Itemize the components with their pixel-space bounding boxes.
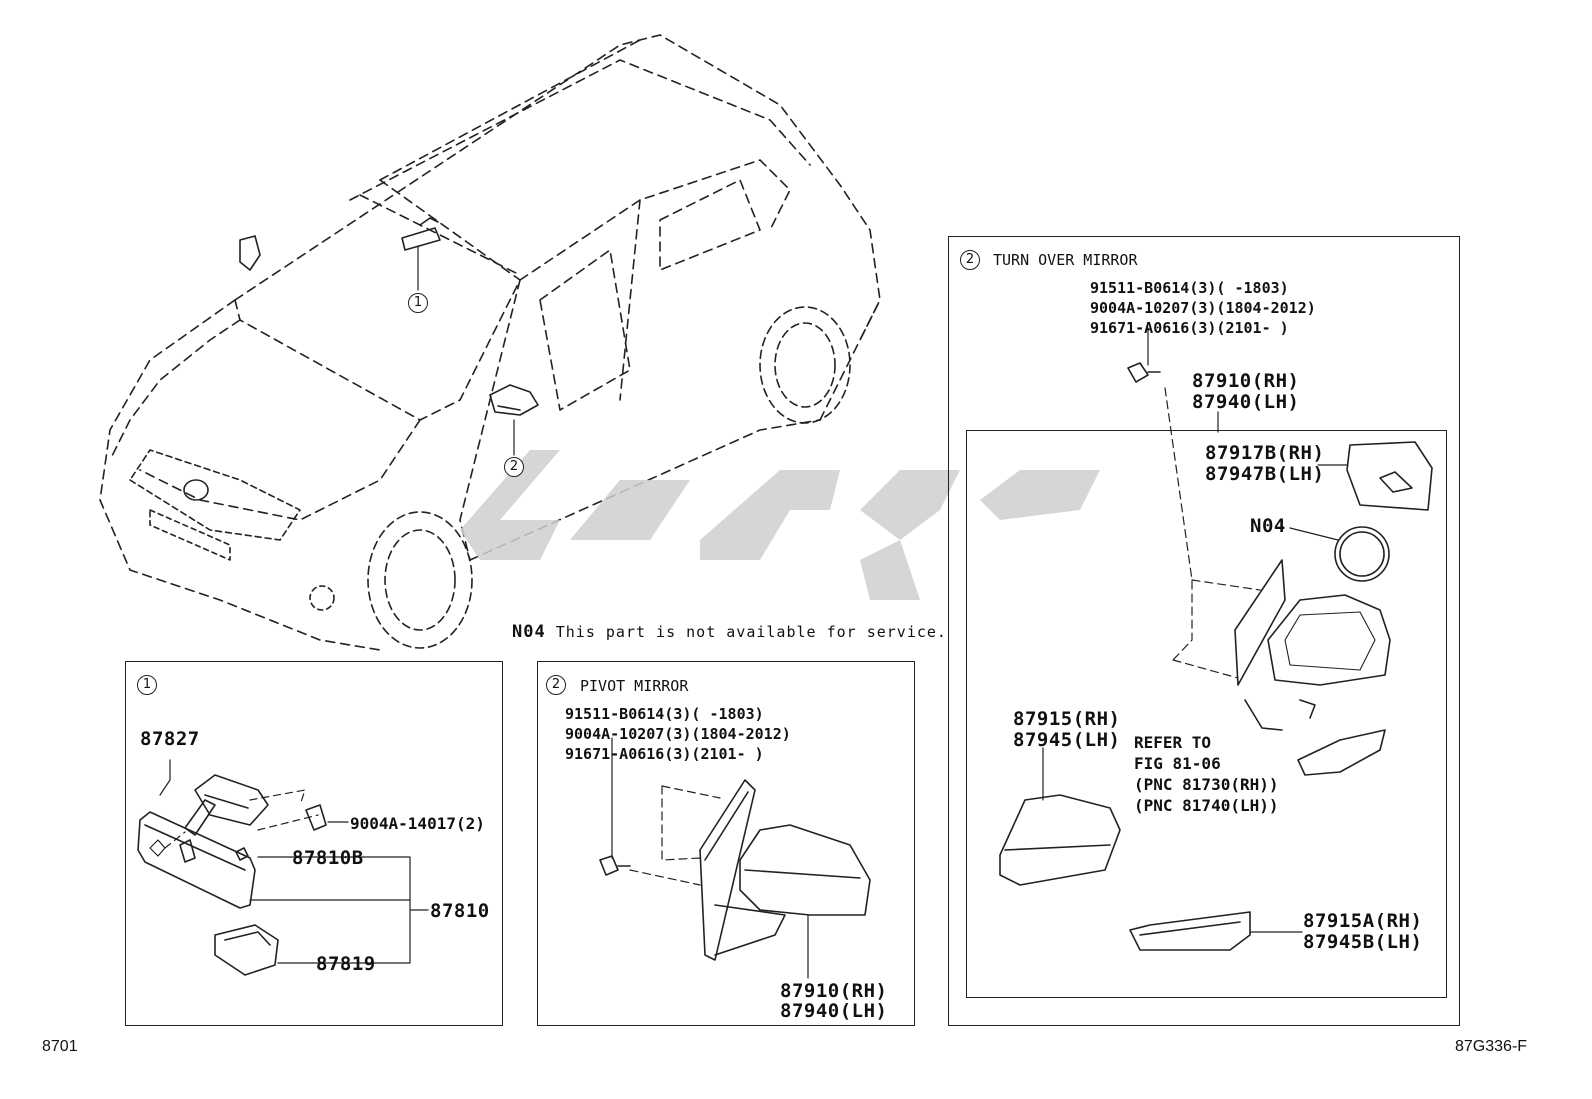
panel3-refer-line4: (PNC 81740(LH)) <box>1134 796 1279 815</box>
n04-note: N04 This part is not available for servi… <box>512 622 947 642</box>
panel3-n04-label: N04 <box>1250 515 1286 537</box>
panel2-bolt-line1: 91511-B0614(3)( -1803) <box>565 705 764 723</box>
footer-figure-id: 87G336-F <box>1455 1038 1528 1055</box>
car-callout-2: 2 <box>504 457 524 477</box>
panel3-glass-lh: 87947B(LH) <box>1205 463 1325 485</box>
panel2-title: PIVOT MIRROR <box>580 677 689 695</box>
car-side-mirror <box>489 384 539 416</box>
panel3-refer-line3: (PNC 81730(RH)) <box>1134 775 1279 794</box>
panel-turn-over-mirror <box>948 236 1460 1026</box>
panel2-phantom <box>629 785 721 886</box>
panel3-title: TURN OVER MIRROR <box>993 251 1138 269</box>
panel3-leaders <box>1042 327 1349 933</box>
panel3-refer-line1: REFER TO <box>1134 733 1212 752</box>
car-callout-1: 1 <box>408 293 428 313</box>
panel2-assy-lh: 87940(LH) <box>780 1000 888 1022</box>
panel1-callout: 1 <box>137 675 157 695</box>
panel3-assy-lh: 87940(LH) <box>1192 391 1300 413</box>
panel2-assy-rh: 87910(RH) <box>780 980 888 1002</box>
car-front-grille <box>129 449 335 611</box>
panel3-bolt-line1: 91511-B0614(3)( -1803) <box>1090 279 1289 297</box>
n04-text: This part is not available for service. <box>555 623 947 641</box>
panel1-leaders <box>159 759 429 964</box>
label-87827: 87827 <box>140 728 200 750</box>
car-left-mirror <box>239 235 261 271</box>
panel-turn-over-inner <box>966 430 1447 998</box>
panel2-bolt-line3: 91671-A0616(3)(2101- ) <box>565 745 764 763</box>
panel3-phantom <box>1164 387 1261 679</box>
panel3-refer-line2: FIG 81-06 <box>1134 754 1221 773</box>
panel1-phantom <box>164 789 319 849</box>
car-inner-mirror <box>401 217 441 251</box>
label-87810: 87810 <box>430 900 490 922</box>
panel2-leaders <box>611 737 809 979</box>
panel3-glass-rh: 87917B(RH) <box>1205 442 1325 464</box>
panel3-callout: 2 <box>960 250 980 270</box>
label-87810b: 87810B <box>292 847 364 869</box>
footer-page-code: 8701 <box>42 1038 78 1055</box>
label-87819: 87819 <box>316 953 376 975</box>
car-outline <box>99 34 881 651</box>
turnover-mirror-assembly <box>999 362 1433 951</box>
inner-mirror-assembly <box>137 774 327 976</box>
pivot-mirror-assembly <box>599 779 871 961</box>
panel3-cover-rh: 87915(RH) <box>1013 708 1121 730</box>
panel3-bolt-line3: 91671-A0616(3)(2101- ) <box>1090 319 1289 337</box>
watermark <box>460 450 1100 600</box>
panel2-bolt-line2: 9004A-10207(3)(1804-2012) <box>565 725 791 743</box>
panel-inner-mirror <box>125 661 503 1026</box>
car-wheels <box>367 306 851 649</box>
label-9004a-14017: 9004A-14017(2) <box>350 814 485 833</box>
panel-pivot-mirror <box>537 661 915 1026</box>
panel3-assy-rh: 87910(RH) <box>1192 370 1300 392</box>
panel3-trim-lh: 87945B(LH) <box>1303 931 1423 953</box>
panel3-bolt-line2: 9004A-10207(3)(1804-2012) <box>1090 299 1316 317</box>
panel3-trim-rh: 87915A(RH) <box>1303 910 1423 932</box>
panel2-callout: 2 <box>546 675 566 695</box>
panel3-cover-lh: 87945(LH) <box>1013 729 1121 751</box>
n04-code: N04 <box>512 622 546 642</box>
